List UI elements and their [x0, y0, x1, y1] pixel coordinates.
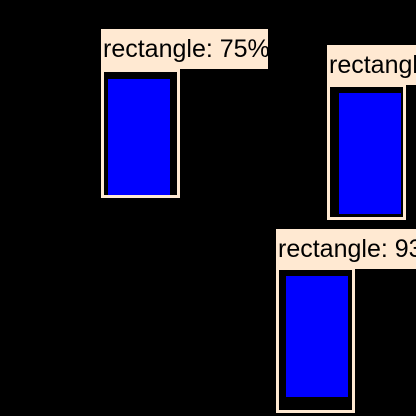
- blue-rectangle: [108, 79, 170, 195]
- detection-label: rectangle: [327, 45, 416, 85]
- blue-rectangle: [286, 276, 348, 397]
- blue-rectangle: [339, 93, 401, 214]
- bounding-box: [327, 84, 406, 220]
- detection-label: rectangle: 93: [276, 229, 416, 269]
- bounding-box: [276, 267, 355, 413]
- detection-label: rectangle: 75%: [101, 29, 268, 69]
- bounding-box: [101, 69, 180, 198]
